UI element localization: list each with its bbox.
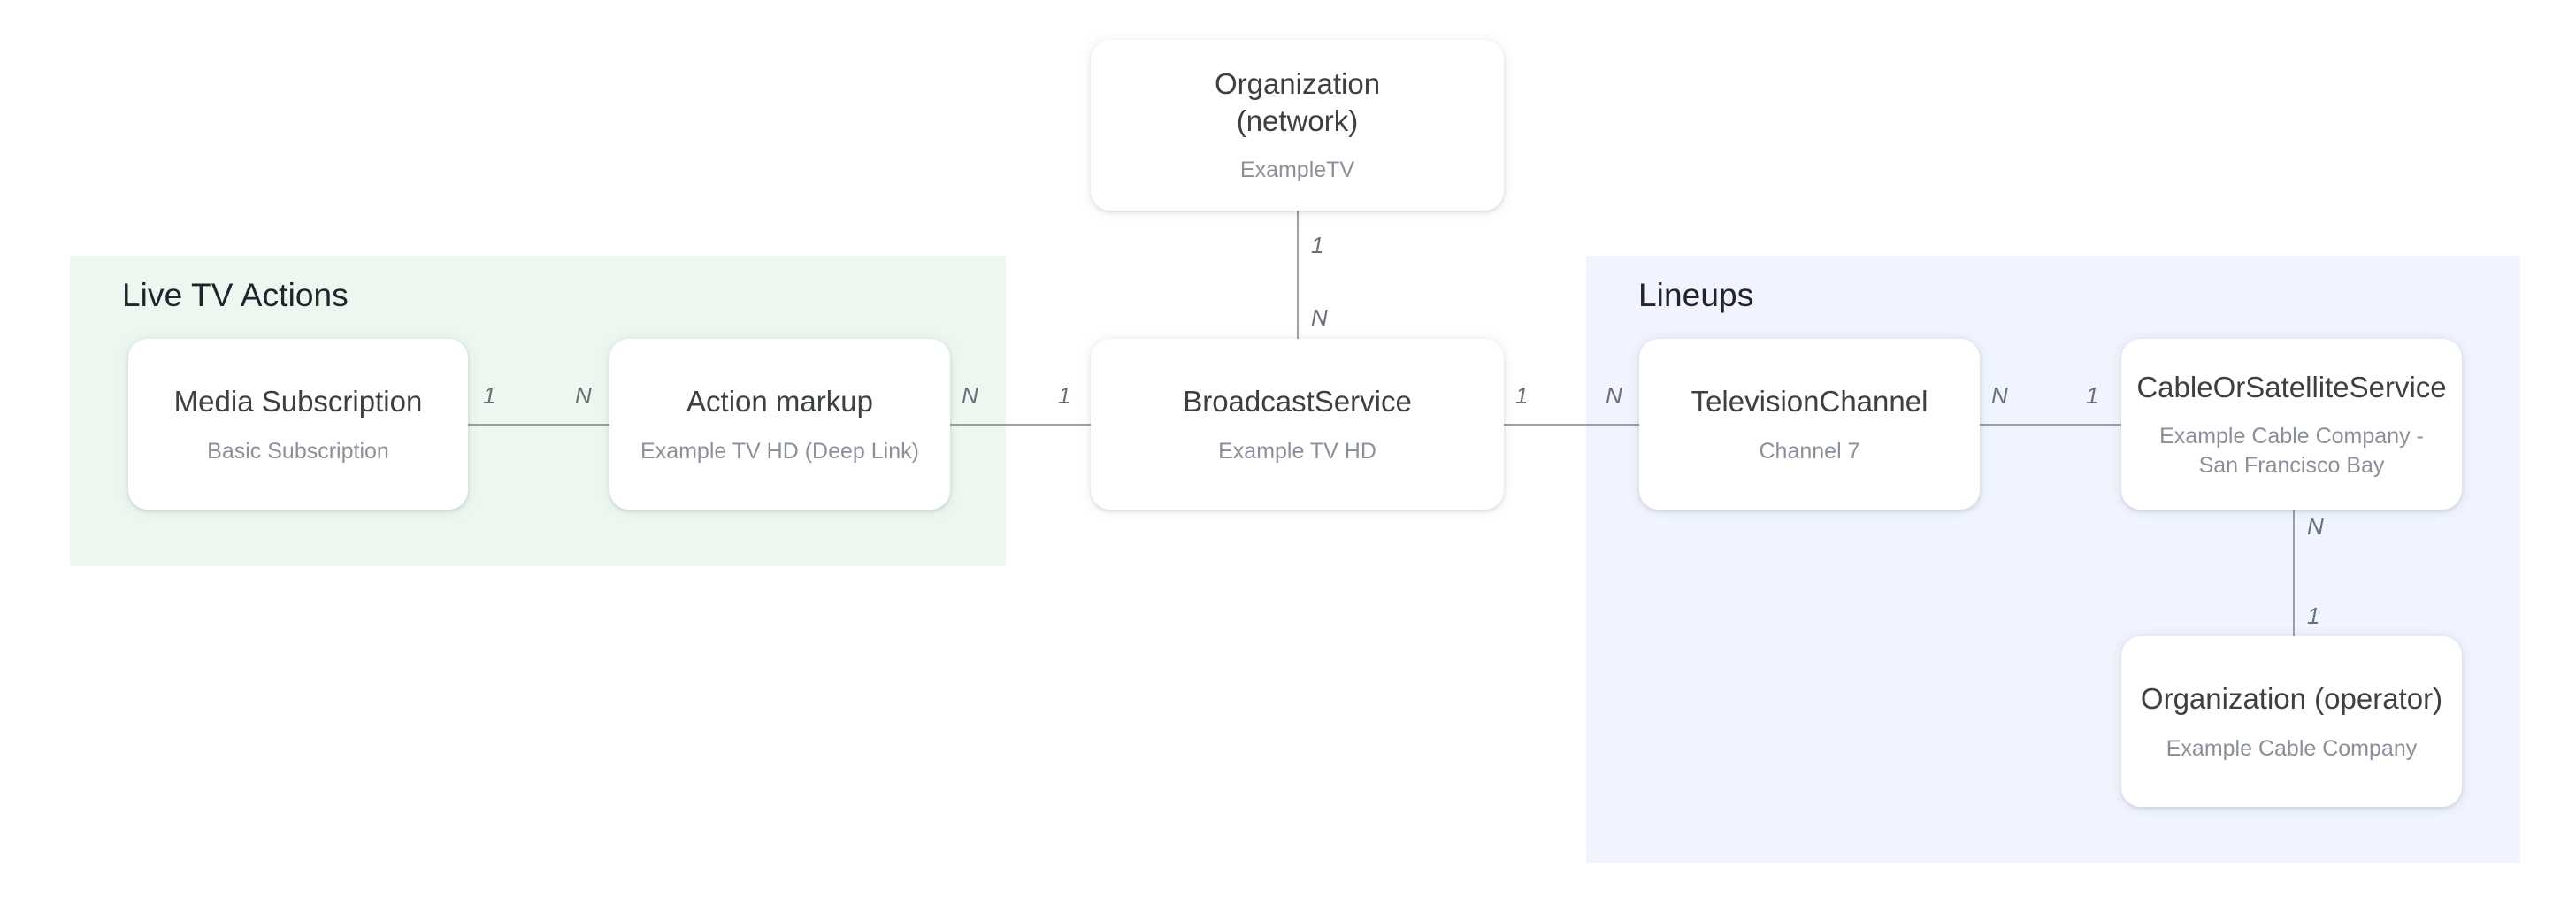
group-title-lineups: Lineups <box>1638 277 1754 313</box>
cardinality-label: 1 <box>2307 603 2320 629</box>
entity-card-organization-operator[interactable]: Organization (operator) Example Cable Com… <box>2121 636 2462 807</box>
entity-card-subtitle: Basic Subscription <box>207 438 389 464</box>
cardinality-label: 1 <box>1311 232 1324 258</box>
entity-card-title: Organization (operator) <box>2140 681 2443 715</box>
edge-media-subscription-to-action-markup <box>468 424 610 426</box>
edge-organization-network-to-broadcast-service <box>1297 211 1299 339</box>
cardinality-label: 1 <box>1515 382 1529 409</box>
cardinality-label: N <box>1311 304 1328 331</box>
cardinality-label: N <box>575 382 592 409</box>
cardinality-label: N <box>2307 513 2324 540</box>
edge-broadcast-service-to-television-channel <box>1504 424 1639 426</box>
entity-card-subtitle: Example Cable Company - San Francisco Ba… <box>2159 424 2424 478</box>
entity-card-subtitle: Example TV HD <box>1218 438 1376 464</box>
cardinality-label: 1 <box>483 382 496 409</box>
cardinality-label: 1 <box>2086 382 2099 409</box>
edge-action-markup-to-broadcast-service <box>950 424 1091 426</box>
entity-card-subtitle: ExampleTV <box>1239 157 1355 183</box>
entity-card-subtitle: Example TV HD (Deep Link) <box>640 438 919 464</box>
entity-card-title: TelevisionChannel <box>1690 384 1928 418</box>
cardinality-label: 1 <box>1058 382 1071 409</box>
entity-card-subtitle: Channel 7 <box>1759 438 1860 464</box>
edge-cable-or-satellite-service-to-organization-operator <box>2293 510 2295 636</box>
entity-card-title: CableOrSatelliteService <box>2136 370 2447 403</box>
group-title-live-tv-actions: Live TV Actions <box>122 277 349 313</box>
edge-television-channel-to-cable-or-satellite-service <box>1980 424 2121 426</box>
cardinality-label: N <box>962 382 978 409</box>
entity-card-subtitle: Example Cable Company <box>2166 735 2418 761</box>
cardinality-label: N <box>1991 382 2008 409</box>
entity-card-organization-network[interactable]: Organization (network) ExampleTV <box>1091 40 1504 211</box>
entity-card-title: Organization (network) <box>1214 67 1381 137</box>
cardinality-label: N <box>1606 382 1622 409</box>
entity-card-title: BroadcastService <box>1183 384 1412 418</box>
entity-card-title: Media Subscription <box>173 384 423 418</box>
entity-card-title: Action markup <box>686 384 873 418</box>
